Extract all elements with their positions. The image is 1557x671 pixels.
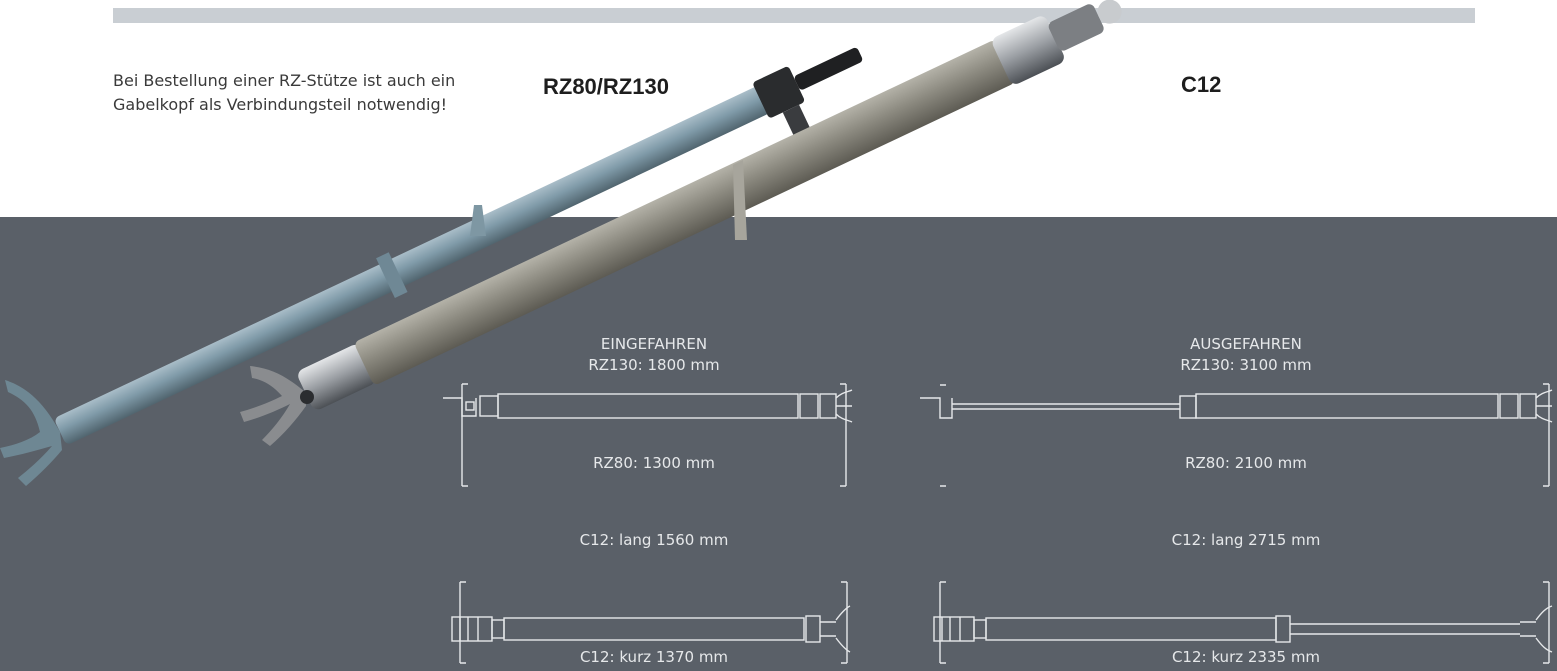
retracted-rz130-length: RZ130: 1800 mm [588, 356, 720, 374]
rz-prop-image [0, 47, 863, 486]
retracted-c12-long-length: C12: lang 1560 mm [579, 531, 729, 549]
heading-extended: AUSGEFAHREN [1190, 335, 1302, 353]
drawing-c12-extended [933, 581, 1553, 664]
extended-rz130-length: RZ130: 3100 mm [1180, 356, 1312, 374]
product-label-rz: RZ80/RZ130 [543, 74, 669, 99]
heading-retracted: EINGEFAHREN [600, 335, 708, 353]
order-note: Bei Bestellung einer RZ-Stütze ist auch … [113, 71, 456, 114]
retracted-rz80-length: RZ80: 1300 mm [593, 454, 715, 472]
extended-c12-short-length: C12: kurz 2335 mm [1171, 648, 1321, 666]
top-decorative-bar [113, 8, 1475, 23]
retracted-c12-short-length: C12: kurz 1370 mm [579, 648, 729, 666]
product-label-c12: C12 [1181, 72, 1222, 97]
dimensions-panel [0, 217, 1557, 671]
extended-c12-long-length: C12: lang 2715 mm [1171, 531, 1321, 549]
extended-rz80-length: RZ80: 2100 mm [1185, 454, 1307, 472]
drawing-c12-retracted [451, 581, 851, 664]
drawing-rz-extended [920, 383, 1553, 487]
c12-prop-image [240, 0, 1122, 446]
drawing-rz-retracted [443, 383, 853, 487]
